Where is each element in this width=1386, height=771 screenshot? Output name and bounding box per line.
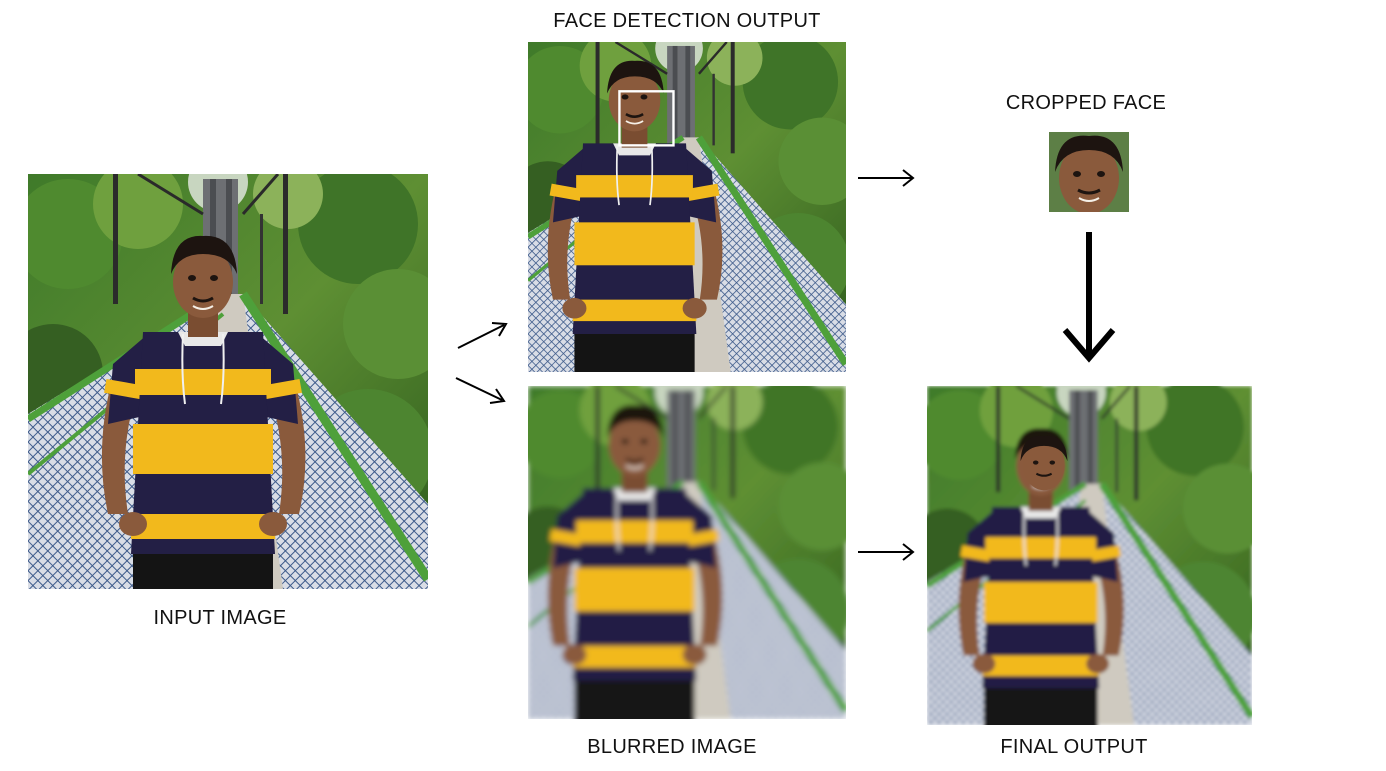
face-bounding-box (618, 90, 675, 147)
cropped-face-label: CROPPED FACE (1005, 92, 1167, 114)
face-detection-label: FACE DETECTION OUTPUT (553, 10, 821, 32)
face-detection-image (528, 42, 846, 372)
arrow-up-right-icon (457, 322, 508, 349)
blurred-image-label: BLURRED IMAGE (587, 736, 757, 758)
input-image (28, 174, 428, 589)
final-output-label: FINAL OUTPUT (1000, 736, 1148, 758)
final-output-image (927, 386, 1252, 725)
cropped-face-image (1049, 132, 1129, 212)
input-image-label: INPUT IMAGE (153, 607, 287, 629)
blurred-image (528, 386, 846, 719)
arrow-right-icon (858, 543, 915, 561)
arrow-right-icon (858, 169, 915, 187)
arrow-down-icon (1062, 232, 1116, 363)
arrow-down-right-icon (455, 377, 506, 404)
